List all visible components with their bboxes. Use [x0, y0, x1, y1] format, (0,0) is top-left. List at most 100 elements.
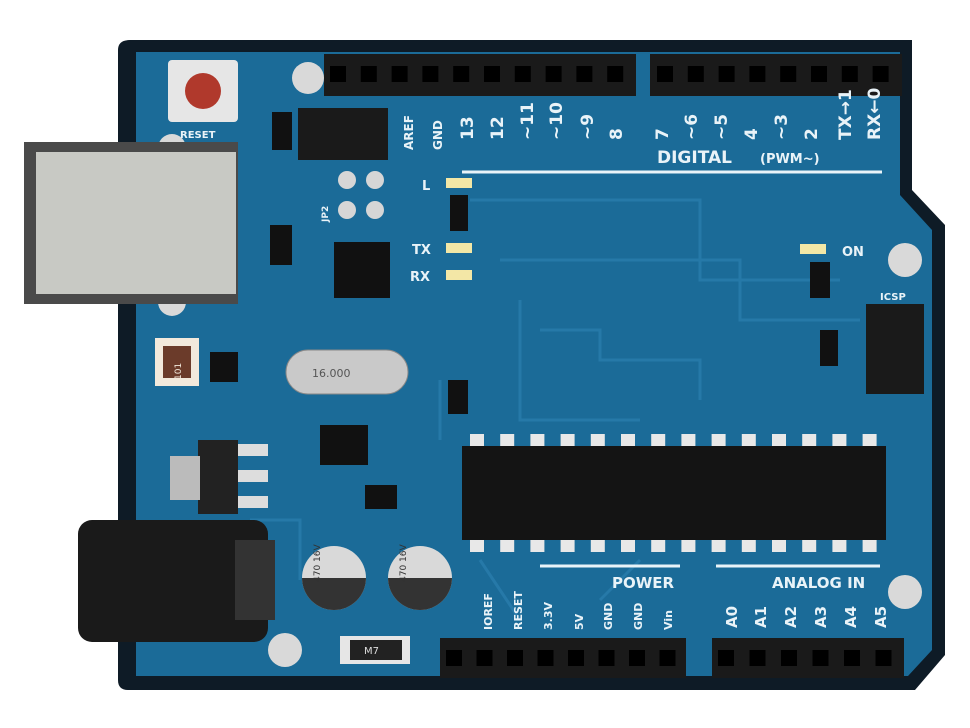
chip-pin: [651, 540, 666, 552]
header-pin[interactable]: [422, 66, 439, 82]
digital-pin-label: RX←0: [865, 88, 885, 140]
digital-pin-label: ~11: [518, 102, 538, 140]
header-pin[interactable]: [718, 650, 734, 666]
header-pin[interactable]: [598, 650, 615, 666]
header-pin[interactable]: [629, 650, 645, 666]
chip-pin: [832, 434, 847, 446]
digital-pin-label: ~3: [772, 114, 792, 140]
digital-pin-label: AREF: [402, 115, 416, 150]
capacitor-1: [302, 546, 366, 610]
led-rx-label: RX: [410, 270, 430, 285]
header-pin[interactable]: [537, 650, 554, 666]
header-pin[interactable]: [841, 66, 858, 82]
reset-button[interactable]: [185, 73, 221, 109]
header-pin[interactable]: [607, 66, 624, 82]
digital-pwm-label: (PWM~): [760, 152, 820, 167]
chip-pin: [590, 434, 605, 446]
header-pin[interactable]: [545, 66, 562, 82]
digital-pin-label: TX→1: [836, 89, 856, 140]
header-pin[interactable]: [780, 66, 797, 82]
header-pin[interactable]: [576, 66, 593, 82]
header-pin[interactable]: [718, 66, 735, 82]
header-pin[interactable]: [687, 66, 704, 82]
header-pin[interactable]: [749, 66, 766, 82]
chip-pin: [711, 540, 726, 552]
header-pin[interactable]: [514, 66, 531, 82]
header-pin[interactable]: [391, 66, 408, 82]
header-pin[interactable]: [872, 66, 889, 82]
header-pin[interactable]: [360, 66, 377, 82]
power-title: POWER: [612, 574, 675, 592]
analog-pin-label: A0: [723, 606, 741, 628]
header-pin[interactable]: [812, 650, 829, 666]
chip-pin: [470, 540, 484, 552]
usb-controller-chip: [334, 242, 390, 298]
chip-pin: [500, 434, 515, 446]
chip-pin: [651, 434, 666, 446]
chip-pin: [681, 540, 696, 552]
icsp-header-usb[interactable]: [298, 108, 388, 160]
header-pin[interactable]: [875, 650, 892, 666]
reset-label: RESET: [180, 130, 216, 141]
header-pin[interactable]: [453, 66, 470, 82]
power-pin-label: GND: [632, 603, 645, 630]
header-pin[interactable]: [446, 650, 462, 666]
op-amp-chip: [320, 425, 368, 465]
capacitor-1-label: 470 16V: [313, 544, 323, 582]
header-pin[interactable]: [484, 66, 500, 82]
capacitor-2-label: 470 16V: [399, 544, 409, 582]
digital-pin-label: 2: [802, 128, 822, 140]
header-pin[interactable]: [781, 650, 797, 666]
led-tx-label: TX: [412, 243, 431, 258]
chip-pin: [500, 540, 515, 552]
digital-pin-label: ~9: [578, 114, 598, 140]
chip-pin: [711, 434, 726, 446]
header-pin[interactable]: [749, 650, 766, 666]
digital-pin-label: 4: [742, 128, 762, 140]
jp2-pads: [338, 171, 384, 219]
atmega328-chip: [462, 446, 886, 540]
chip-pin: [560, 434, 575, 446]
small-components: [210, 112, 838, 509]
power-pin-label: Vin: [662, 610, 675, 630]
header-pin[interactable]: [568, 650, 584, 666]
analog-header[interactable]: [712, 638, 904, 678]
power-jack[interactable]: [78, 520, 268, 642]
header-pin[interactable]: [659, 650, 676, 666]
analog-pin-label: A3: [812, 606, 830, 628]
resistor-label: 101: [174, 363, 184, 380]
usb-port-shell: [36, 152, 236, 294]
digital-pin-label: ~10: [547, 102, 567, 140]
chip-pin: [621, 540, 635, 552]
digital-pin-label: 13: [458, 116, 478, 140]
diode-label: M7: [364, 646, 379, 657]
digital-pin-label: 7: [653, 128, 673, 140]
digital-pin-label: ~6: [682, 114, 702, 140]
chip-pin: [772, 434, 786, 446]
jp2-label: JP2: [321, 206, 331, 223]
analog-title: ANALOG IN: [772, 574, 865, 592]
icsp-header[interactable]: [866, 304, 924, 394]
chip-pin: [741, 434, 756, 446]
header-pin[interactable]: [811, 66, 827, 82]
chip-pin: [621, 434, 635, 446]
header-pin[interactable]: [657, 66, 673, 82]
power-pin-label: 5V: [573, 613, 586, 630]
led-l-label: L: [422, 179, 430, 194]
digital-pin-label: 12: [488, 116, 508, 140]
header-pin[interactable]: [507, 650, 523, 666]
crystal-label: 16.000: [312, 367, 351, 380]
chip-pin: [772, 540, 786, 552]
chip-pin: [681, 434, 696, 446]
header-pin[interactable]: [330, 66, 346, 82]
chip-pin: [470, 434, 484, 446]
analog-pin-label: A4: [842, 606, 860, 628]
chip-pin: [530, 434, 545, 446]
icsp-label: ICSP: [880, 292, 906, 303]
power-pin-label: 3.3V: [542, 602, 555, 630]
header-pin[interactable]: [844, 650, 860, 666]
chip-pin: [741, 540, 756, 552]
power-pin-label: GND: [602, 603, 615, 630]
header-pin[interactable]: [476, 650, 493, 666]
